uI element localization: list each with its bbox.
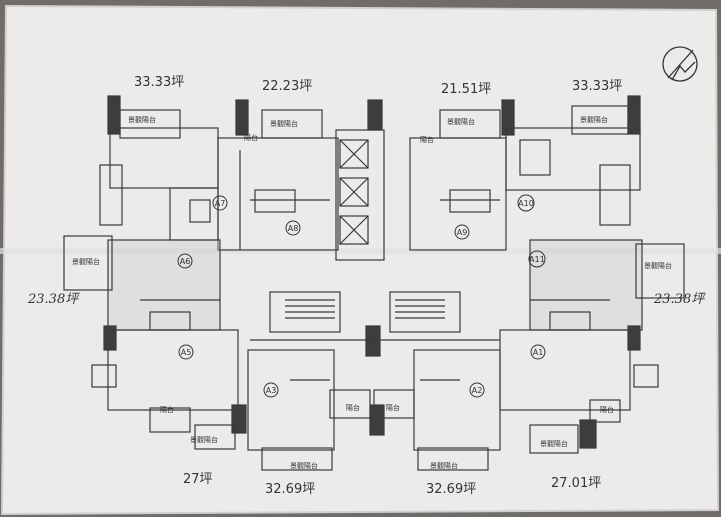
room-label: 景觀陽台 — [270, 119, 298, 128]
area-labels: 33.33坪 22.23坪 21.51坪 33.33坪 23.38坪 23.38… — [27, 75, 706, 497]
area-label-top-left: 33.33坪 — [134, 75, 184, 90]
room-label: 景觀陽台 — [128, 115, 156, 124]
unit-code: A2 — [472, 386, 483, 395]
area-label-bottom-left: 27坪 — [183, 472, 213, 487]
area-label-mid-left: 23.38坪 — [27, 292, 80, 307]
unit-code: A10 — [518, 199, 534, 208]
room-label: 陽台 — [160, 405, 174, 414]
unit-code: A3 — [266, 386, 277, 395]
north-arrow-icon — [662, 46, 698, 82]
unit-code: A8 — [288, 224, 299, 233]
unit-codes: A1 A2 A3 A5 A6 A7 A8 A9 A10 A11 — [177, 194, 546, 398]
floor-plan-drawing — [63, 95, 685, 471]
area-label-top-right: 33.33坪 — [572, 79, 622, 94]
room-label: 陽台 — [420, 135, 434, 144]
room-label: 陽台 — [386, 403, 400, 412]
area-label-mid-right: 23.38坪 — [653, 292, 706, 307]
unit-code: A11 — [529, 255, 545, 264]
room-label: 景觀陽台 — [190, 435, 218, 444]
room-labels: 景觀陽台 景觀陽台 景觀陽台 景觀陽台 景觀陽台 景觀陽台 景觀陽台 景觀陽台 … — [72, 115, 672, 470]
unit-code: A6 — [180, 257, 191, 266]
room-label: 陽台 — [244, 133, 258, 142]
unit-code: A9 — [457, 228, 468, 237]
room-label: 景觀陽台 — [447, 117, 475, 126]
room-label: 景觀陽台 — [290, 461, 318, 470]
room-label: 景觀陽台 — [430, 461, 458, 470]
area-label-bottom-right: 27.01坪 — [551, 476, 601, 491]
unit-code: A5 — [181, 348, 192, 357]
area-label-bottom-center-right: 32.69坪 — [426, 482, 476, 497]
area-label-top-center-left: 22.23坪 — [262, 79, 312, 94]
room-label: 景觀陽台 — [644, 261, 672, 270]
room-label: 陽台 — [600, 405, 614, 414]
area-label-top-center-right: 21.51坪 — [441, 82, 491, 97]
area-label-bottom-center-left: 32.69坪 — [265, 482, 315, 497]
room-label: 景觀陽台 — [580, 115, 608, 124]
unit-code: A7 — [215, 199, 226, 208]
unit-code: A1 — [533, 348, 544, 357]
room-label: 景觀陽台 — [540, 439, 568, 448]
room-label: 陽台 — [346, 403, 360, 412]
room-label: 景觀陽台 — [72, 257, 100, 266]
